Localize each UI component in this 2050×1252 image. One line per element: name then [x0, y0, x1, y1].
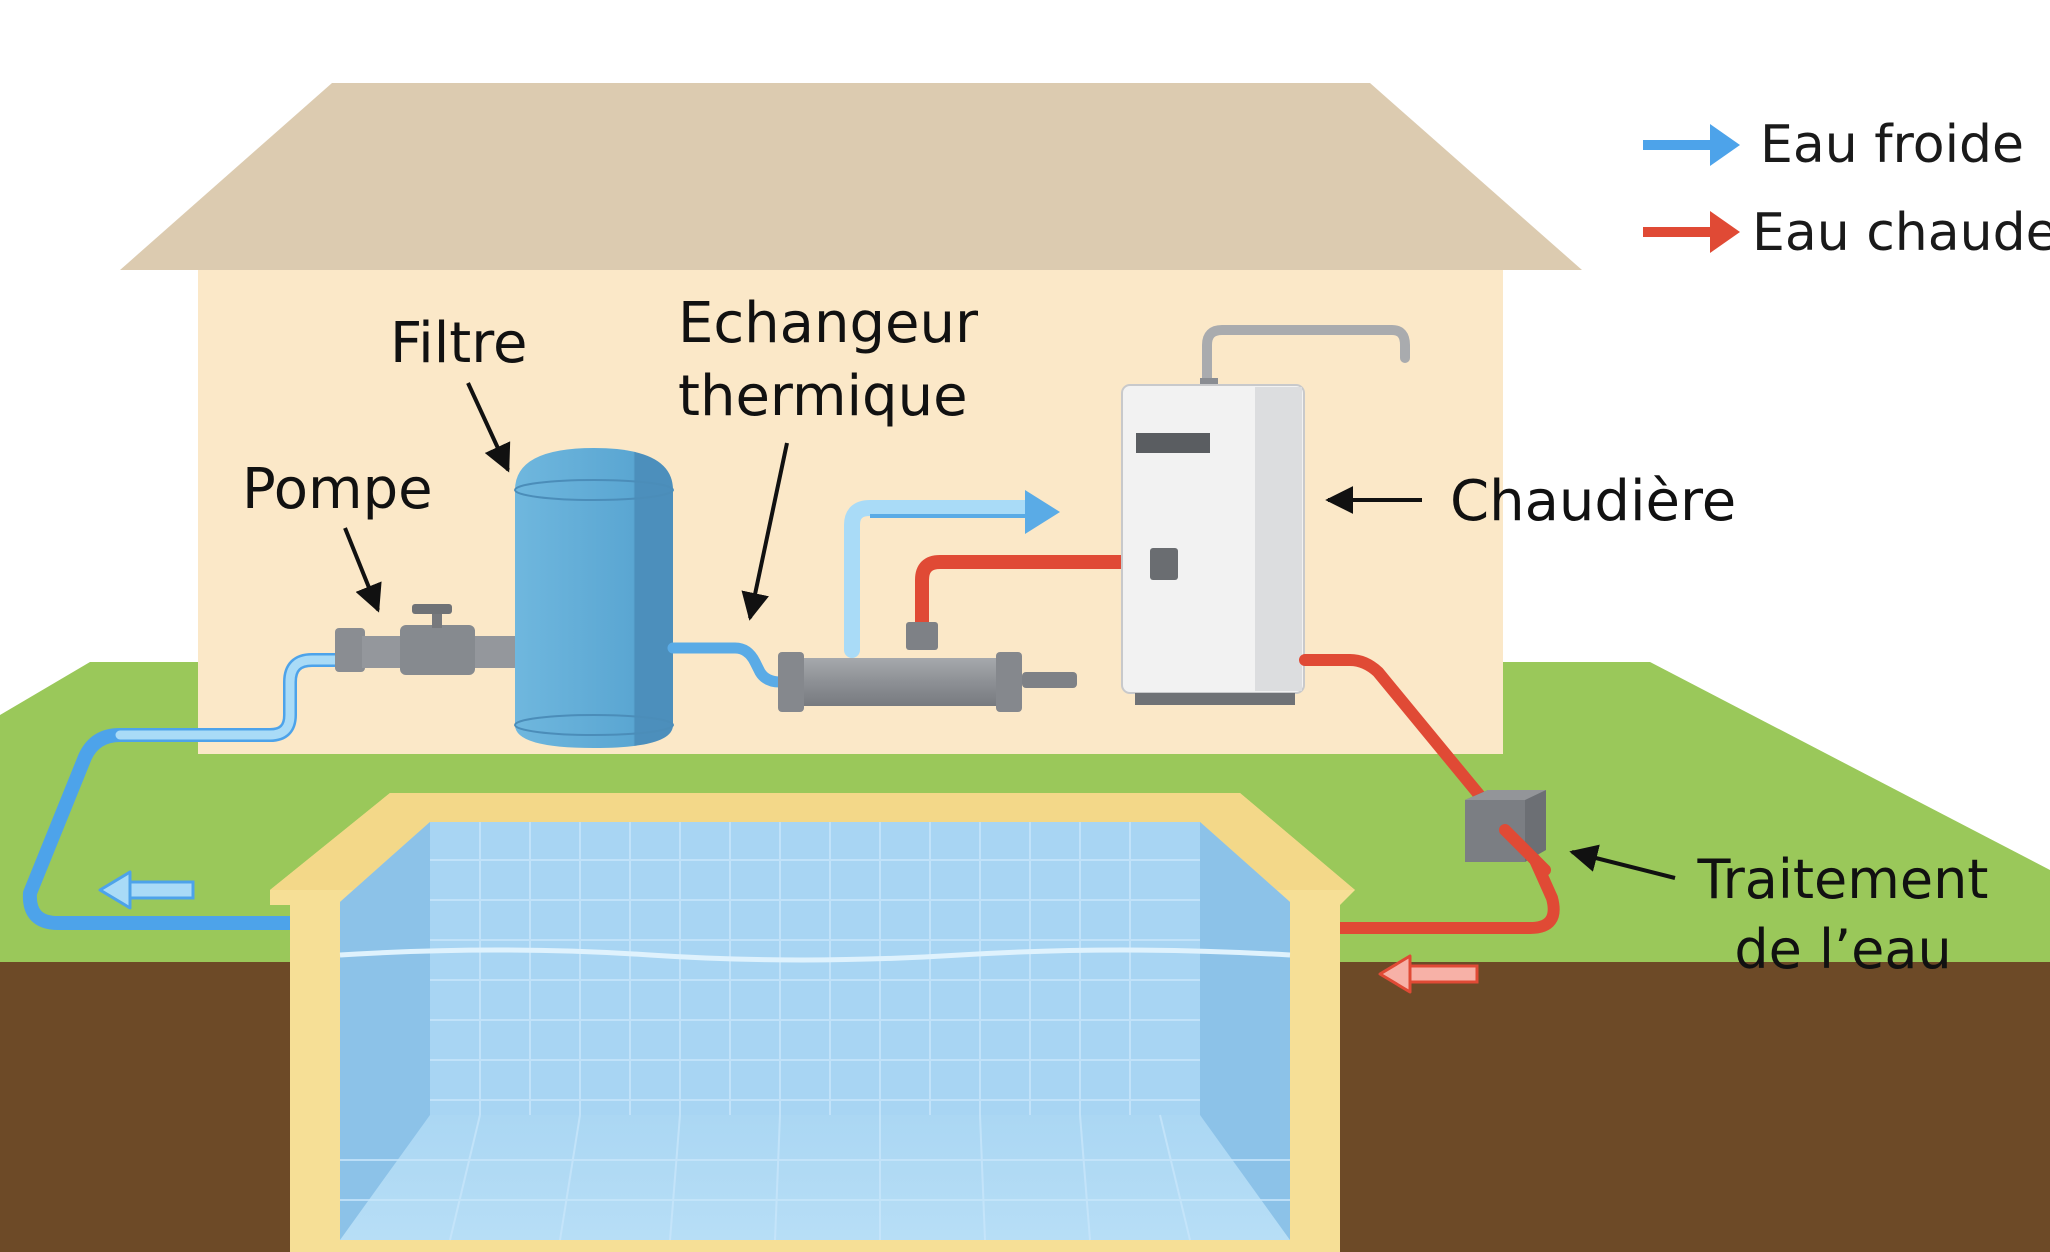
cold-flow-arrow-icon [98, 870, 195, 910]
boiler-label: Chaudière [1450, 469, 1736, 534]
exchanger-leader-arrow-icon [741, 442, 789, 621]
pump-leader-arrow-icon [343, 527, 382, 613]
leader-arrows [343, 382, 1676, 880]
filter-leader-arrow-icon [466, 382, 511, 473]
cold-pipe-intake [22, 653, 347, 930]
filter-label: Filtre [390, 311, 527, 376]
legend-hot: Eau chaude [1643, 203, 2050, 263]
legend: Eau froide Eau chaude [1643, 115, 2050, 263]
cold-arrow-icon [1710, 124, 1740, 166]
heat-exchanger [778, 622, 1077, 712]
exchanger-label-line2: thermique [678, 364, 968, 429]
pump-label: Pompe [242, 457, 433, 522]
legend-hot-label: Eau chaude [1752, 203, 2050, 263]
house-roof [120, 83, 1582, 270]
legend-cold-label: Eau froide [1760, 115, 2024, 175]
pump [335, 604, 517, 675]
filter-tank [514, 448, 674, 748]
legend-cold: Eau froide [1643, 115, 2024, 175]
exchanger-label-line1: Echangeur [678, 291, 979, 356]
hot-arrow-icon [1710, 211, 1740, 253]
water-surface [339, 947, 1291, 963]
treatment-leader-arrow-icon [1569, 844, 1676, 880]
cold-pipe-outlet [844, 490, 1060, 658]
boiler [1121, 325, 1410, 705]
cold-pipe-filter-exchanger [667, 642, 796, 688]
treatment-label-line2: de l’eau [1734, 918, 1951, 981]
hot-flow-arrow-icon [1378, 954, 1479, 994]
water-treatment-box [1465, 790, 1551, 876]
pool [270, 793, 1355, 1252]
treatment-label-line1: Traitement [1697, 848, 1989, 911]
hot-pipe-exchanger-boiler [915, 555, 1142, 632]
